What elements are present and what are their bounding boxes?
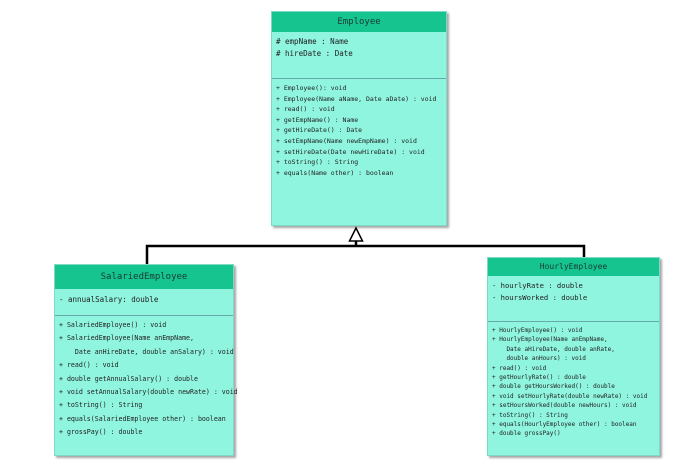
operation: + equals(Name other) : boolean (276, 168, 394, 177)
operation: + SalariedEmployee() : void (59, 321, 167, 329)
operation: + HourlyEmployee() : void (492, 327, 583, 334)
class-employee[interactable]: Employee # empName : Name # hireDate : D… (271, 11, 447, 226)
attributes-section: # empName : Name # hireDate : Date (272, 32, 446, 78)
operation: + read() : void (492, 364, 547, 372)
operation: Date aHireDate, double anRate, (492, 345, 615, 353)
operation: + void setHourlyRate(double newRate) : v… (492, 392, 648, 400)
operation: + double getAnnualSalary() : double (59, 374, 198, 383)
operations-section: + SalariedEmployee() : void + SalariedEm… (55, 315, 238, 440)
operation: + setHireDate(Date newHireDate) : void (276, 147, 425, 156)
operation: + getHourlyRate() : double (492, 374, 586, 382)
operation: double anHours) : void (492, 355, 586, 363)
operation: + getEmpName() : Name (276, 115, 359, 124)
operation: + setHoursWorked(double newHours) : void (492, 402, 637, 410)
class-name: Employee (272, 12, 446, 32)
attribute: # empName : Name (276, 37, 349, 46)
attribute: - annualSalary: double (59, 295, 159, 304)
attribute: - hoursWorked : double (492, 293, 588, 302)
operation: + getHireDate() : Date (276, 126, 363, 135)
attribute: # hireDate : Date (276, 49, 353, 58)
operation: + equals(SalariedEmployee other) : boole… (59, 414, 226, 423)
operation: + grossPay() : double (59, 428, 143, 437)
attributes-section: - hourlyRate : double - hoursWorked : do… (488, 276, 659, 321)
operation: + toString() : String (276, 158, 359, 167)
class-name: HourlyEmployee (488, 258, 659, 276)
inheritance-arrowhead (348, 226, 364, 242)
attributes-section: - annualSalary: double (55, 289, 233, 315)
operation: + void setAnnualSalary(double newRate) :… (59, 388, 238, 397)
class-name: SalariedEmployee (55, 265, 233, 289)
operation: Date anHireDate, double anSalary) : void (59, 347, 234, 356)
operation: + Employee(Name aName, Date aDate) : voi… (276, 94, 437, 103)
attribute: - hourlyRate : double (492, 281, 583, 290)
operation: + toString() : String (59, 401, 143, 410)
class-salaried-employee[interactable]: SalariedEmployee - annualSalary: double … (54, 264, 238, 456)
operations-section: + Employee(): void + Employee(Name aName… (272, 78, 446, 178)
operation: + double getHoursWorked() : double (492, 383, 615, 391)
operation: + double grossPay() (492, 430, 561, 438)
operation: + read() : void (276, 105, 335, 114)
operation: + setEmpName(Name newEmpName) : void (276, 136, 417, 145)
operation: + toString() : String (492, 411, 568, 419)
operations-section: + HourlyEmployee() : void + HourlyEmploy… (488, 321, 659, 439)
operation: + HourlyEmployee(Name anEmpName, (492, 336, 608, 344)
operation: + SalariedEmployee(Name anEmpName, (59, 334, 194, 343)
generalization-line (145, 241, 586, 264)
class-hourly-employee[interactable]: HourlyEmployee - hourlyRate : double - h… (487, 257, 660, 456)
operation: + equals(HourlyEmployee other) : boolean (492, 421, 637, 429)
operation: + Employee(): void (276, 84, 347, 92)
operation: + read() : void (59, 361, 119, 370)
